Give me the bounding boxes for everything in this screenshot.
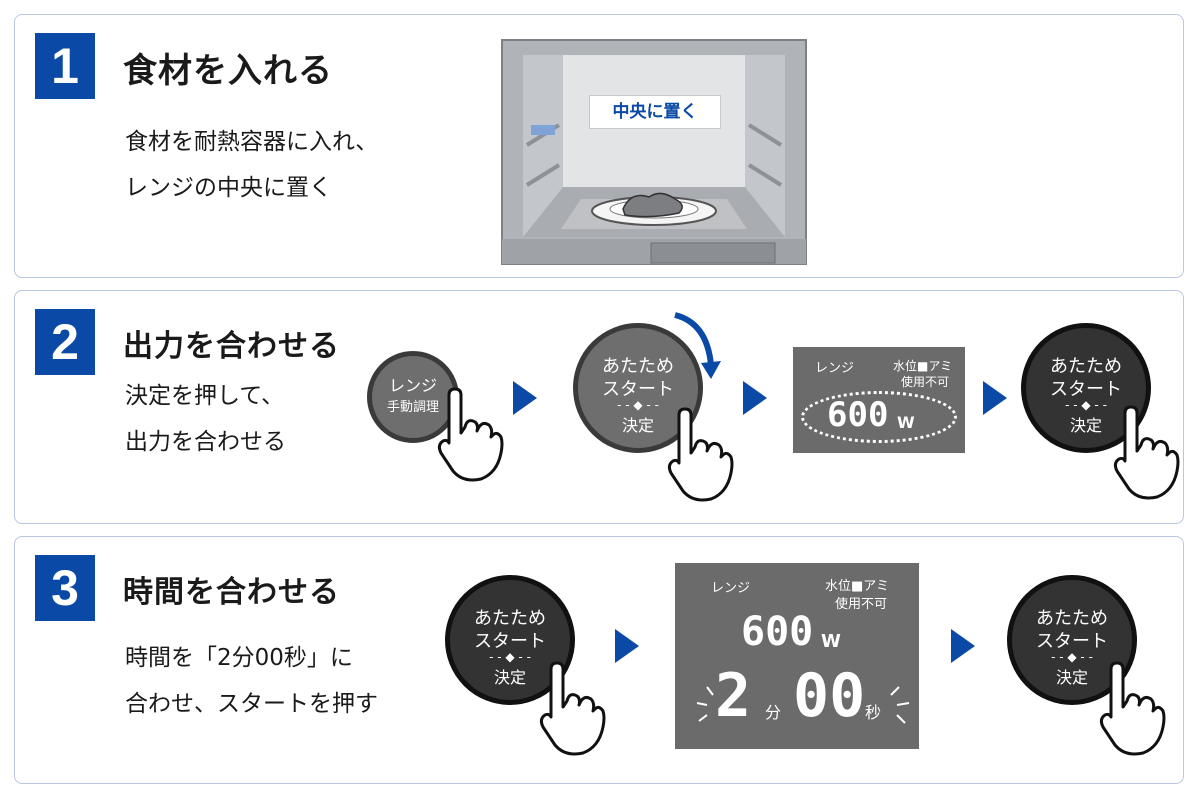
hand-press-icon: [667, 407, 734, 502]
dial-dot-icon: - - ◆ - -: [489, 650, 531, 664]
button-label-3: 決定: [1055, 668, 1088, 687]
play-arrow-icon: [615, 629, 639, 663]
display-water-1: 水位■アミ: [893, 359, 953, 373]
step-number: 1: [35, 33, 95, 99]
display-water-2: 使用不可: [901, 375, 950, 389]
step-number: 2: [35, 309, 95, 375]
button-label-1: レンジ: [388, 376, 437, 395]
step-2-panel: 2 出力を合わせる 決定を押して、 出力を合わせる レンジ 手動調理 あたため …: [14, 290, 1184, 524]
step-1-panel: 1 食材を入れる 食材を耐熱容器に入れ、 レンジの中央に置く 中央に置く: [14, 14, 1184, 278]
display-water-2: 使用不可: [835, 597, 888, 612]
hand-press-icon: [1113, 405, 1180, 500]
play-arrow-icon: [951, 629, 975, 663]
blink-marks-icon: [890, 686, 910, 724]
oven-interior-illustration: [501, 39, 807, 265]
button-label-2: スタート: [1050, 379, 1122, 400]
time-display: レンジ 水位■アミ 使用不可 600 W 2 分 00 秒: [675, 563, 919, 749]
desc-line-2: 出力を合わせる: [125, 429, 286, 455]
desc-line-1: 食材を耐熱容器に入れ、: [125, 129, 379, 155]
step-description: 時間を「2分00秒」に 合わせ、スタートを押す: [125, 635, 378, 727]
start-dial-button[interactable]: あたため スタート - - ◆ - - 決定: [573, 323, 703, 453]
step-title: 時間を合わせる: [123, 575, 340, 610]
desc-line-1: 時間を「2分00秒」に: [125, 645, 353, 671]
button-label-1: あたため: [1050, 356, 1122, 377]
display-mode: レンジ: [711, 581, 751, 596]
step-description: 決定を押して、 出力を合わせる: [125, 373, 286, 465]
display-minutes: 2: [715, 661, 752, 731]
display-mode: レンジ: [815, 361, 855, 376]
display-power: 600: [741, 609, 814, 655]
display-seconds: 00: [793, 661, 866, 731]
hand-press-icon: [539, 661, 606, 756]
hand-press-icon: [437, 387, 504, 482]
step-title: 出力を合わせる: [123, 329, 340, 364]
display-power: 600: [827, 395, 889, 435]
oven-center-label: 中央に置く: [589, 95, 721, 129]
step-title: 食材を入れる: [123, 51, 333, 91]
play-arrow-icon: [513, 381, 537, 415]
blink-marks-icon: [696, 686, 714, 722]
step-description: 食材を耐熱容器に入れ、 レンジの中央に置く: [125, 119, 378, 211]
power-display: レンジ 水位■アミ 使用不可 600 W: [793, 347, 965, 453]
step-3-panel: 3 時間を合わせる 時間を「2分00秒」に 合わせ、スタートを押す あたため ス…: [14, 536, 1184, 784]
button-label-2: 手動調理: [386, 400, 439, 415]
button-label-1: あたため: [474, 608, 546, 629]
desc-line-2: 合わせ、スタートを押す: [125, 691, 378, 717]
hand-press-icon: [1099, 661, 1166, 756]
button-label-2: スタート: [474, 631, 546, 652]
display-unit: W: [897, 413, 915, 432]
button-label-2: スタート: [1036, 631, 1108, 652]
display-water-1: 水位■アミ: [825, 579, 890, 594]
desc-line-1: 決定を押して、: [125, 383, 285, 409]
display-unit: W: [821, 631, 841, 652]
button-label-1: あたため: [1036, 608, 1108, 629]
play-arrow-icon: [743, 381, 767, 415]
step-number: 3: [35, 555, 95, 621]
dial-dot-icon: - - ◆ - -: [617, 398, 659, 412]
desc-line-2: レンジの中央に置く: [125, 175, 332, 201]
play-arrow-icon: [983, 381, 1007, 415]
rotate-arrow-icon: [674, 312, 721, 379]
button-label-2: スタート: [602, 379, 674, 400]
display-seconds-label: 秒: [865, 703, 882, 722]
button-label-3: 決定: [493, 668, 526, 687]
button-label-3: 決定: [1069, 416, 1102, 435]
dial-dot-icon: - - ◆ - -: [1065, 398, 1107, 412]
button-label-1: あたため: [602, 356, 674, 377]
display-minutes-label: 分: [765, 703, 782, 722]
dial-dot-icon: - - ◆ - -: [1051, 650, 1093, 664]
button-label-3: 決定: [621, 416, 654, 435]
selection-ring: [801, 391, 957, 443]
start-button[interactable]: あたため スタート - - ◆ - - 決定: [1021, 323, 1151, 453]
